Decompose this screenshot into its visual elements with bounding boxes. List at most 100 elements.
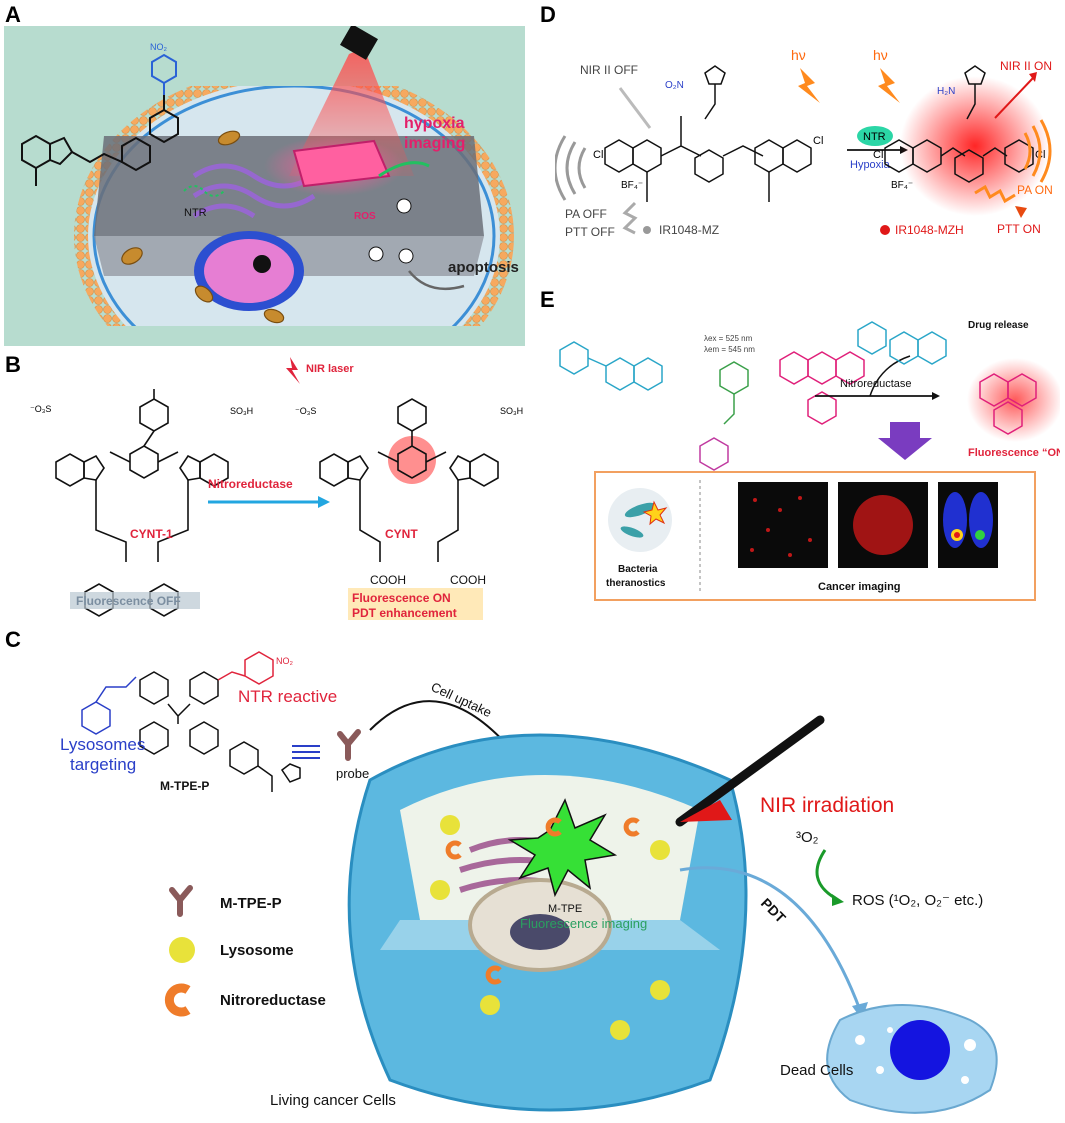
legend-probe-icon [169, 885, 193, 917]
pa-on-label: PA ON [1017, 183, 1053, 197]
svg-text:Cl: Cl [873, 149, 883, 161]
nir-glow [900, 76, 1050, 216]
morpholine-group [81, 676, 137, 735]
nitroreductase-arrow-label: Nitroreductase [208, 477, 293, 491]
cancer-imaging-label: Cancer imaging [818, 581, 901, 593]
equivalence-icon [292, 745, 320, 759]
probe-label: probe [336, 766, 369, 781]
svg-text:Cl: Cl [813, 135, 823, 147]
svg-text:NO₂: NO₂ [276, 656, 294, 666]
legend-lysosome-label: Lysosome [220, 942, 294, 959]
svg-text:⁻O₃S: ⁻O₃S [295, 406, 316, 416]
ros-label: ROS [354, 211, 376, 222]
hv-right-label: hν [873, 47, 888, 63]
lysosomes-label: Lysosomes [60, 735, 145, 754]
legend-nitroreductase-icon [164, 983, 191, 1017]
skull-icon [368, 198, 414, 264]
hypoxia-label: Hypoxia [850, 159, 891, 171]
svg-text:COOH: COOH [370, 573, 406, 587]
panel-d: NIR II OFF PA OFF PTT OFF IR1048-MZ Cl C… [553, 28, 1060, 258]
ir1048-mzh-label: IR1048-MZH [895, 223, 964, 237]
nir-ii-off-label: NIR II OFF [580, 63, 638, 77]
triplet-oxygen-label: ³O₂ [796, 829, 819, 846]
cell-uptake-label: Cell uptake [429, 679, 494, 720]
panel-letter-b: B [5, 352, 21, 377]
bf4-left-label: BF₄⁻ [621, 180, 643, 191]
legend-nitroreductase-label: Nitroreductase [220, 992, 326, 1009]
pdt-label: PDT [758, 895, 789, 926]
laser-icon [675, 715, 825, 827]
panel-e: NO₂ λex = 525 nm λem = 545 nm Nitroreduc… [540, 310, 1065, 610]
no2-label: NO₂ [150, 42, 168, 52]
nir-ii-on-label: NIR II ON [1000, 59, 1052, 73]
panel-letter-e: E [540, 287, 555, 312]
cynt-label: CYNT [385, 527, 418, 541]
nir-irradiation-label: NIR irradiation [760, 794, 894, 817]
panel-a-illustration: NO₂ NTR hypoxia imaging ROS apoptosis [4, 24, 534, 406]
laser-icon [340, 24, 378, 60]
cynt1-label: CYNT-1 [130, 527, 173, 541]
nitroreductase-label: Nitroreductase [840, 378, 912, 390]
svg-text:O₂N: O₂N [665, 80, 684, 91]
panel-letter-a: A [5, 2, 21, 27]
linker-moiety [719, 361, 749, 425]
panel-c: NO₂ NTR reactive Lysosomes targeting M-T… [20, 650, 1060, 1118]
lightning-icon [878, 68, 900, 103]
panel-letter-d: D [540, 2, 556, 27]
pa-off-label: PA OFF [565, 207, 607, 221]
m-tpe-p-structure-label: M-TPE-P [160, 779, 209, 793]
ros-label: ROS (¹O₂, O₂⁻ etc.) [852, 892, 983, 909]
fluorescence-on-label: Fluorescence ON [352, 591, 451, 605]
nitrobenzyl-group [217, 651, 274, 685]
ntr-reactive-label: NTR reactive [238, 687, 337, 706]
ntr-label: NTR [863, 131, 886, 143]
hypoxia-label: hypoxia [404, 115, 465, 132]
imaging-label: imaging [404, 135, 465, 152]
svg-text:SO₃H: SO₃H [230, 406, 253, 416]
lightning-icon [286, 357, 300, 384]
panel-b-illustration: ⁻O₃S SO₃H CYNT-1 Fluorescence OFF Nitror… [30, 357, 523, 620]
ntr-badge [857, 126, 893, 146]
dead-cell-nucleus [890, 1020, 950, 1080]
panel-d-illustration: NIR II OFF PA OFF PTT OFF IR1048-MZ Cl C… [553, 47, 1053, 239]
svg-text:⁻O₃S: ⁻O₃S [30, 404, 51, 414]
ptt-on-label: PTT ON [997, 222, 1041, 236]
legend-probe-label: M-TPE-P [220, 895, 282, 912]
fluorescent-product [979, 373, 1037, 435]
ir1048-mzh-structure [884, 65, 1034, 183]
bacteria-label: Bacteria [618, 564, 658, 575]
mitochondria [121, 130, 285, 324]
lambda-em-label: λem = 545 nm [704, 345, 755, 354]
targeting-label: targeting [70, 755, 136, 774]
ir1048-mz-label: IR1048-MZ [659, 223, 719, 237]
m-tpe-label: M-TPE [548, 903, 582, 915]
cancer-image-1 [738, 482, 828, 568]
lambda-ex-label: λex = 525 nm [704, 334, 753, 343]
living-cells-label: Living cancer Cells [270, 1092, 396, 1109]
dead-cells-label: Dead Cells [780, 1062, 853, 1079]
svg-text:Cl: Cl [593, 149, 603, 161]
drug-moiety [559, 341, 663, 391]
m-tpe-star [507, 798, 618, 898]
cynt-structure [319, 398, 499, 562]
pdt-arrow [679, 866, 862, 1011]
bf4-right-label: BF₄⁻ [891, 180, 913, 191]
tpe-core [139, 671, 301, 792]
ir1048-mz-structure [604, 65, 812, 202]
hv-left-label: hν [791, 47, 806, 63]
apoptosis-label: apoptosis [448, 259, 519, 276]
released-drug [857, 321, 947, 365]
down-arrow-icon [878, 422, 932, 460]
svg-text:COOH: COOH [450, 573, 486, 587]
drug-release-label: Drug release [968, 320, 1029, 331]
cynt1-structure [55, 389, 229, 617]
theranostics-label: theranostics [606, 578, 666, 589]
fluorophore-moiety [779, 351, 865, 425]
bacteria-illustration [608, 488, 672, 552]
fluorescence-glow [967, 358, 1063, 442]
lysosome-markers [430, 815, 670, 1040]
legend-lysosome-icon [169, 937, 195, 963]
fluorescence-on-label: Fluorescence “ON” [968, 447, 1060, 459]
panel-c-illustration: NO₂ NTR reactive Lysosomes targeting M-T… [60, 651, 998, 1114]
fluorescence-imaging-label: Fluorescence imaging [520, 916, 647, 931]
